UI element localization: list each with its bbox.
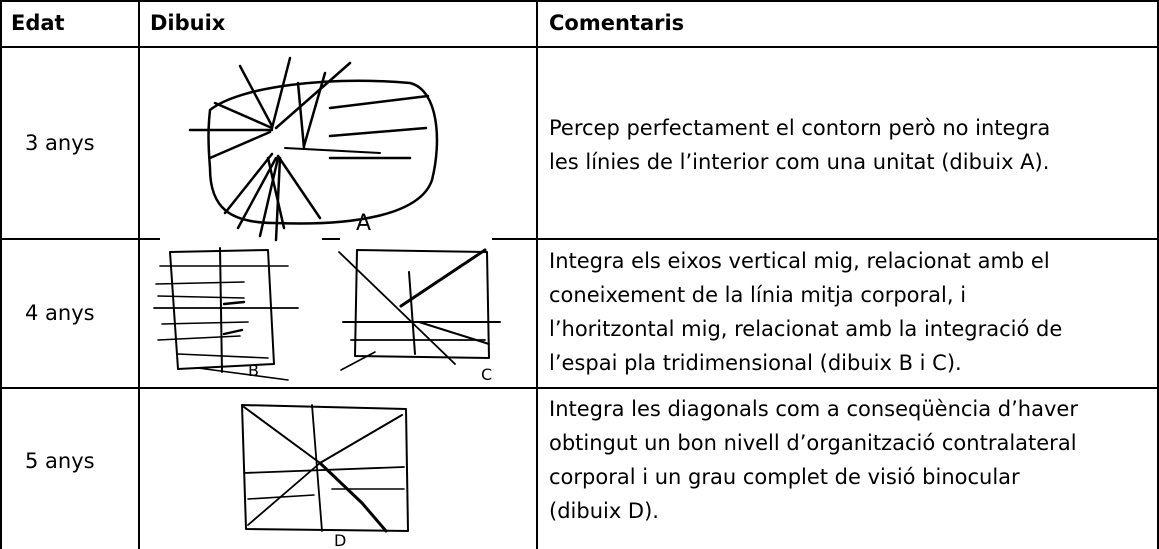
header-bottom-border — [0, 46, 1159, 48]
row-2-comment-line-3: l’horitzontal mig, relacionat amb la int… — [549, 317, 1063, 341]
col-border-right — [1157, 0, 1159, 549]
row-3-comment-line-4: (dibuix D). — [549, 499, 659, 523]
row-1-comment-line-2: les línies de l’interior com una unitat … — [549, 150, 1050, 174]
row-divider-1a — [0, 238, 160, 240]
drawing-c: C — [338, 248, 501, 384]
row-divider-2 — [0, 387, 1159, 389]
header-row — [0, 0, 1159, 47]
row-3-age: 5 anys — [25, 449, 95, 473]
row-3-comment-line-3: corporal i un grau complet de visió bino… — [549, 465, 1020, 489]
drawing-a: A — [188, 56, 439, 242]
header-comments: Comentaris — [549, 11, 685, 35]
row-divider-1b — [322, 238, 340, 240]
row-3-comment-line-1: Integra les diagonals com a conseqüència… — [549, 397, 1078, 421]
drawing-b: B — [153, 247, 299, 381]
row-divider-1c — [492, 238, 1159, 240]
row-2-comment-line-2: coneixement de la línia mitja corporal, … — [549, 283, 967, 307]
row-2-comment-line-4: l’espai pla tridimensional (dibuix B i C… — [549, 351, 962, 375]
row-2-comment-line-1: Integra els eixos vertical mig, relacion… — [549, 249, 1050, 273]
table-top-border — [0, 0, 1159, 2]
row-3-comment-line-2: obtingut un bon nivell d’organització co… — [549, 431, 1077, 455]
row-1-age: 3 anys — [25, 131, 95, 155]
row-1-comment-line-1: Percep perfectament el contorn però no i… — [549, 116, 1051, 140]
drawing-d-label: D — [334, 531, 346, 549]
col-border-left — [0, 0, 2, 549]
col-border-1 — [138, 0, 140, 549]
header-age: Edat — [11, 11, 65, 35]
drawing-c-label: C — [481, 365, 492, 384]
header-drawing: Dibuix — [150, 11, 226, 35]
drawing-d: D — [241, 404, 409, 549]
row-2-age: 4 anys — [25, 301, 95, 325]
col-border-2 — [536, 0, 538, 549]
drawing-a-label: A — [356, 211, 371, 236]
drawing-a-contour — [207, 79, 439, 225]
drawing-b-label: B — [248, 361, 259, 380]
